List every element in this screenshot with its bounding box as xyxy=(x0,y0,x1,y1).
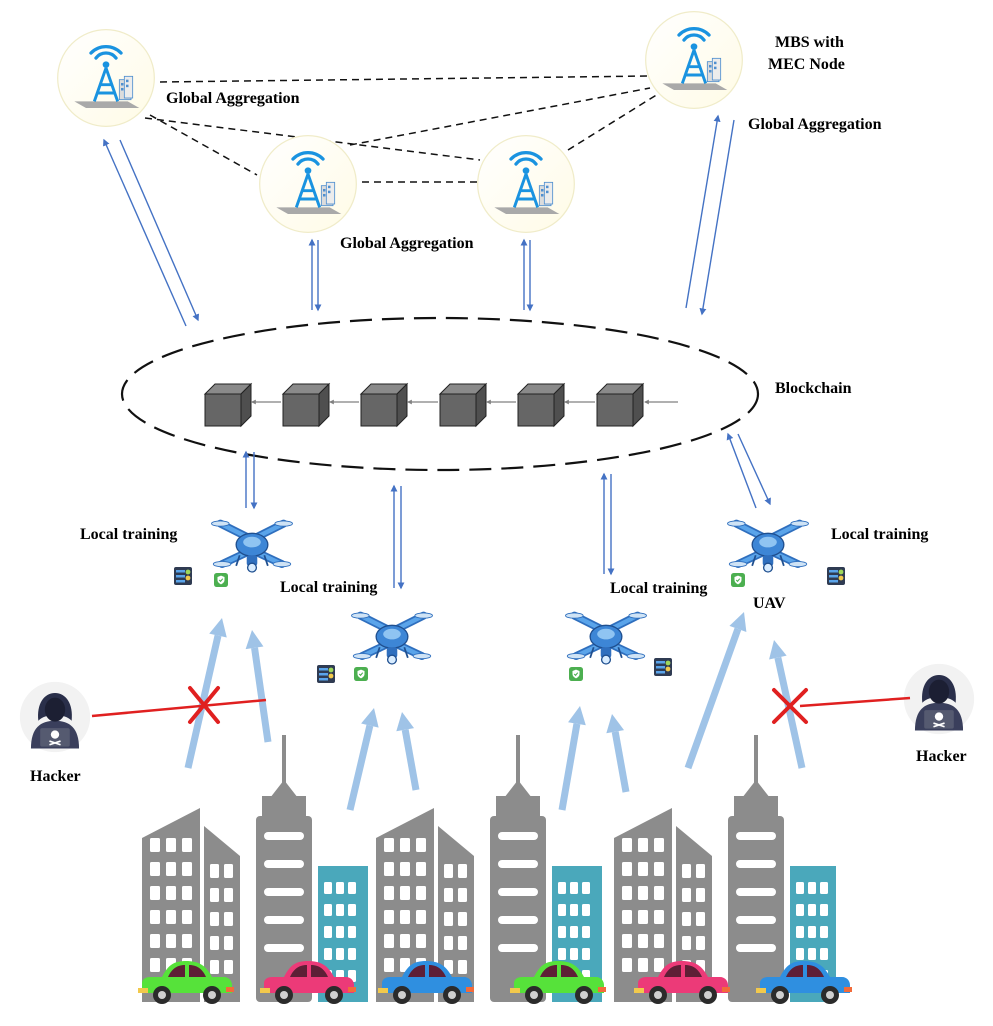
blockchain-block-icon xyxy=(359,382,409,428)
blockchain-block-icon xyxy=(281,382,331,428)
global-aggregation-label-top-right: Global Aggregation xyxy=(748,116,882,133)
uav-drone-icon-1 xyxy=(212,521,293,572)
local-training-label-1: Local training xyxy=(80,526,178,543)
blockchain-label: Blockchain xyxy=(775,380,852,397)
uav-drone-icon-4 xyxy=(728,521,809,572)
base-station-middle-left xyxy=(258,134,358,234)
upload-arrow xyxy=(774,656,806,769)
hacker-label-left: Hacker xyxy=(30,768,81,785)
base-station-middle-right xyxy=(476,134,576,234)
blockchain-block-icon xyxy=(438,382,488,428)
upload-arrow xyxy=(611,731,630,793)
uav-blockchain-arrows xyxy=(242,432,771,590)
hacker-right-avatar xyxy=(903,663,975,735)
upload-arrow xyxy=(346,724,374,811)
blocked-x-marks xyxy=(188,686,808,724)
mbs-label-line2: MEC Node xyxy=(768,56,845,73)
local-training-label-3: Local training xyxy=(610,580,708,597)
uav-drone-icon-3 xyxy=(566,613,647,664)
blockchain-block-icon xyxy=(595,382,645,428)
hacker-label-right: Hacker xyxy=(916,748,967,765)
upload-arrow-head xyxy=(568,706,586,726)
mbs-blockchain-arrows xyxy=(103,114,735,327)
blockchain-blocks xyxy=(203,382,678,428)
blockchain-block-icon xyxy=(203,382,253,428)
upload-arrow-head xyxy=(729,612,747,632)
upload-arrow xyxy=(558,723,581,811)
upload-arrow-head xyxy=(245,630,264,650)
base-station-top-left xyxy=(56,28,156,128)
uav-label: UAV xyxy=(753,595,786,612)
blockchain-ellipse xyxy=(120,316,760,472)
upload-arrow-head xyxy=(396,712,415,732)
upload-arrow xyxy=(684,627,742,770)
city-buildings xyxy=(142,735,836,1002)
upload-arrow-head xyxy=(606,714,625,734)
upload-arrow xyxy=(401,729,420,791)
local-training-label-4: Local training xyxy=(831,526,929,543)
base-station-top-right xyxy=(644,10,744,110)
upload-arrow xyxy=(251,647,272,743)
attack-lines xyxy=(91,696,911,718)
global-aggregation-label-top-left: Global Aggregation xyxy=(166,90,300,107)
upload-arrow-head xyxy=(769,640,787,660)
mbs-label-line1: MBS with xyxy=(775,34,844,51)
upload-arrow-head xyxy=(209,618,227,638)
uav-drone-icon-2 xyxy=(352,613,433,664)
upload-arrow-head xyxy=(361,708,379,728)
blockchain-block-icon xyxy=(516,382,566,428)
global-aggregation-label-middle: Global Aggregation xyxy=(340,235,474,252)
local-training-label-2: Local training xyxy=(280,579,378,596)
vehicle-upload-arrows xyxy=(184,612,806,811)
hacker-left-avatar xyxy=(19,681,91,753)
